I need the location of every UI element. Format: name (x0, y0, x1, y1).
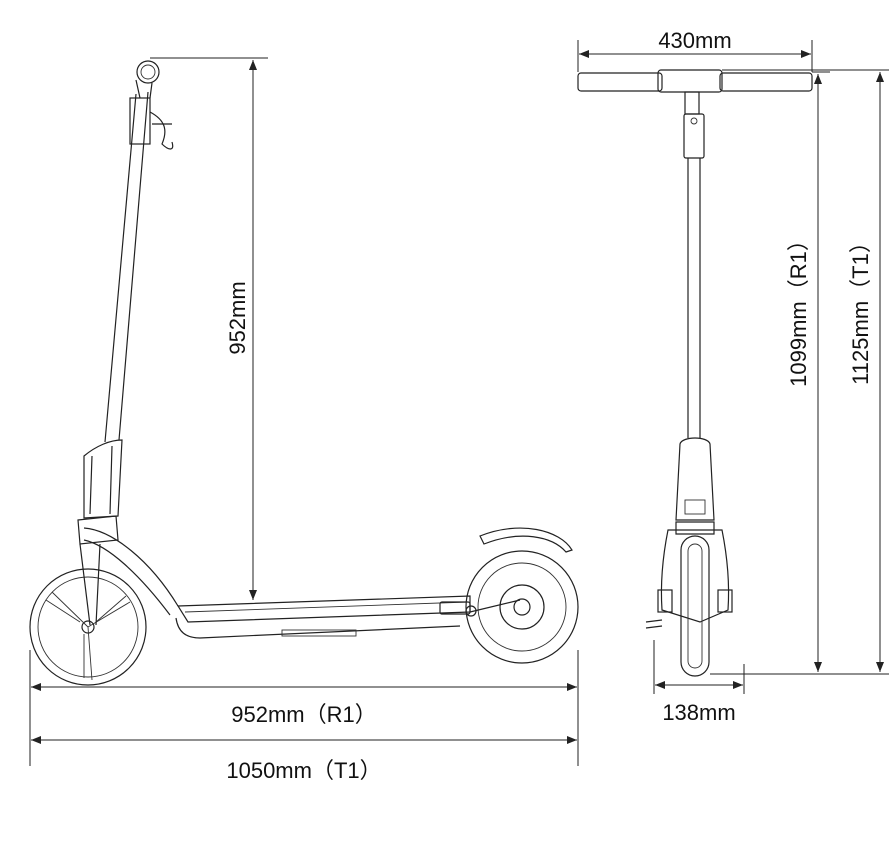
frame-neck (77, 439, 179, 626)
front-view-wheel (680, 535, 710, 677)
rear-wheel (465, 527, 579, 664)
length-t1-label: 1050mm（T1） (226, 758, 381, 783)
front-wheel (29, 568, 147, 686)
dim-length-r1: 952mm（R1） (29, 650, 579, 766)
front-view-scooter (577, 69, 813, 677)
deck-width-label: 138mm (662, 700, 735, 725)
stem-height-label: 952mm (225, 281, 250, 354)
side-view-scooter (29, 60, 579, 686)
handlebar (577, 69, 813, 159)
handlebar-width-label: 430mm (658, 28, 731, 53)
dim-height-r1: 1099mm（R1） (786, 71, 830, 672)
front-neck (645, 437, 733, 629)
dim-stem-height: 952mm (150, 57, 268, 600)
deck (175, 595, 521, 639)
dim-deck-width: 138mm (653, 640, 745, 725)
length-r1-label: 952mm（R1） (231, 702, 376, 727)
stem (104, 60, 174, 443)
height-r1-label: 1099mm（R1） (786, 229, 811, 387)
front-stem (687, 158, 701, 438)
dim-height-t1: 1125mm（T1） (710, 69, 889, 675)
dim-length-t1: 1050mm（T1） (31, 736, 577, 783)
dim-handlebar-width: 430mm (577, 28, 813, 72)
height-t1-label: 1125mm（T1） (848, 231, 873, 385)
